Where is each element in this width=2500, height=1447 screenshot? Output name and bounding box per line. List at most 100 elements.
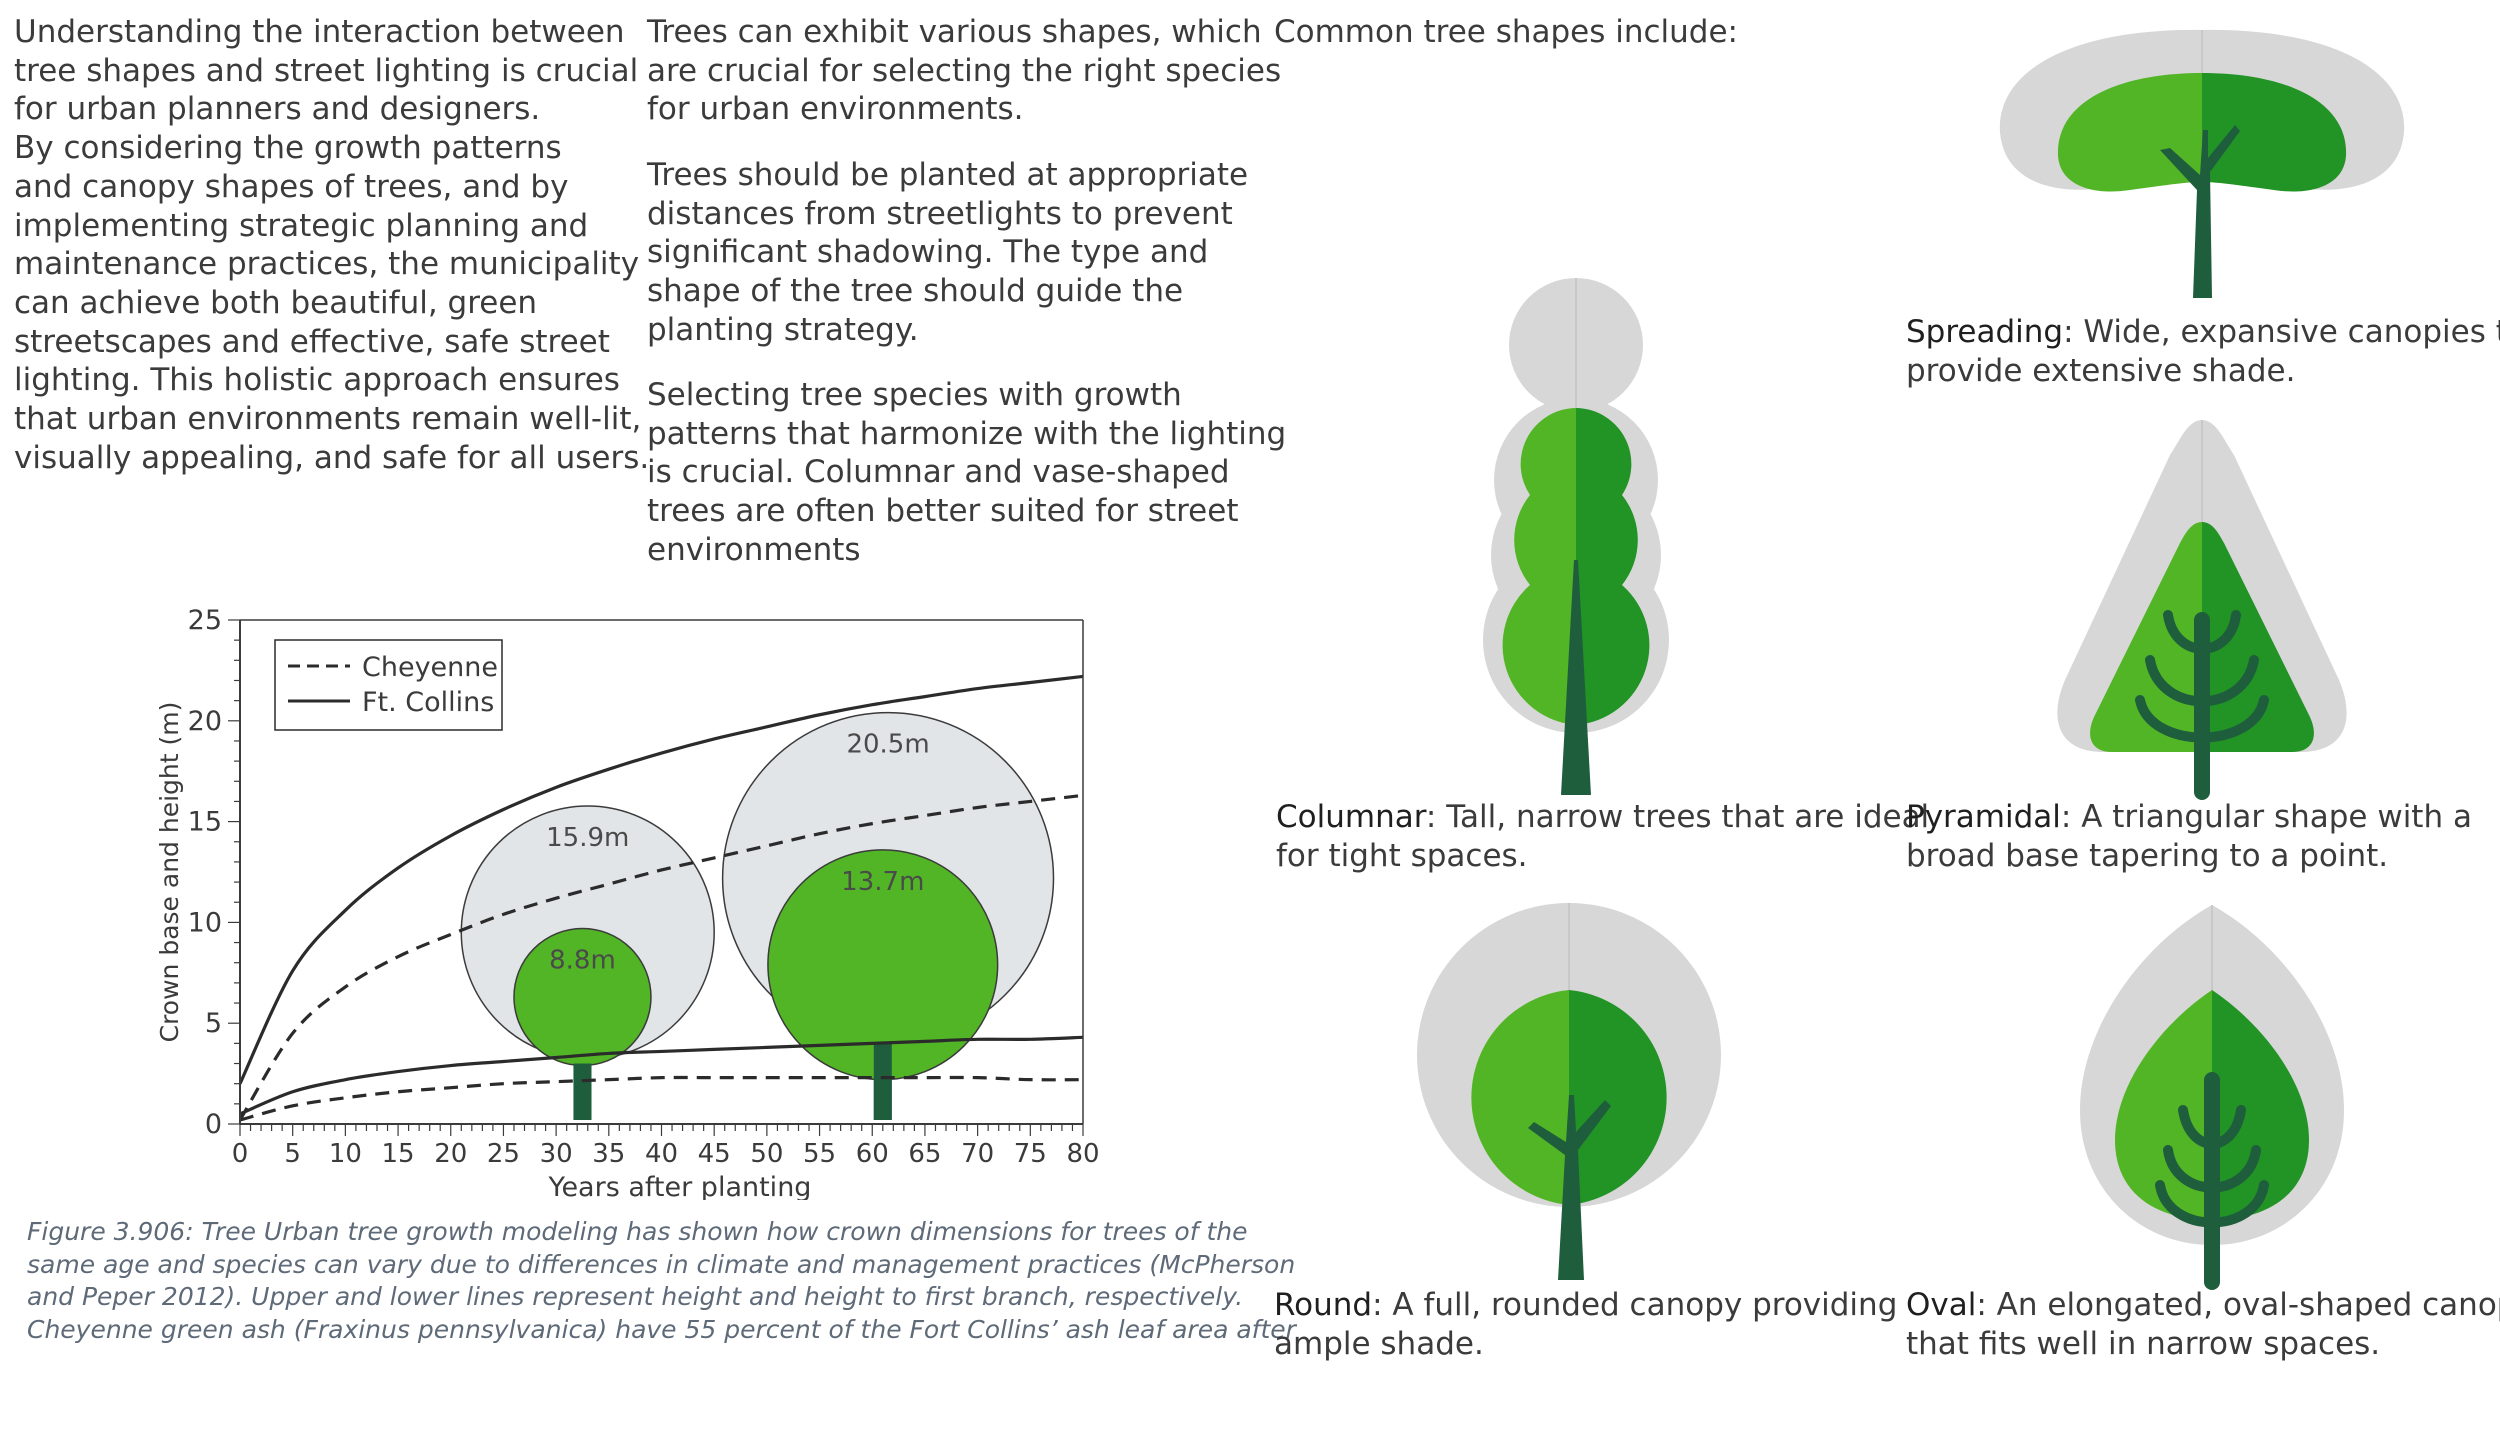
x-tick-label: 15 bbox=[382, 1139, 415, 1169]
series-line-ft-collins3 bbox=[240, 1035, 1083, 1116]
spreading-caption: Spreading: Wide, expansive canopies that… bbox=[1906, 313, 2500, 390]
figure-caption: Figure 3.906: Tree Urban tree growth mod… bbox=[27, 1216, 1296, 1346]
intro-line: maintenance practices, the municipality bbox=[14, 246, 640, 283]
middle-line: Trees should be planted at appropriate bbox=[647, 157, 1249, 193]
y-tick-label: 5 bbox=[205, 1008, 222, 1039]
x-tick-label: 30 bbox=[540, 1139, 573, 1169]
legend-label-ft-collins: Ft. Collins bbox=[362, 687, 494, 718]
round-desc-1: : A full, rounded canopy providing bbox=[1372, 1287, 1898, 1323]
middle-line: shape of the tree should guide the bbox=[647, 273, 1184, 310]
x-tick-label: 55 bbox=[803, 1139, 836, 1169]
columnar-canopy-dark bbox=[1576, 408, 1650, 725]
x-axis-label: Years after planting bbox=[548, 1172, 812, 1200]
oval-canopy-light bbox=[2115, 990, 2212, 1220]
lines-layer bbox=[240, 674, 1083, 1122]
chart-legend: Cheyenne Ft. Collins bbox=[274, 639, 503, 731]
intro-line: for urban planners and designers. bbox=[14, 91, 541, 128]
shapes-intro: Common tree shapes include: bbox=[1274, 14, 1739, 50]
middle-line: environments bbox=[647, 531, 861, 568]
y-tick-label: 20 bbox=[188, 706, 222, 737]
series-line-ft-collins2 bbox=[240, 674, 1083, 1085]
middle-line: trees are often better suited for street bbox=[647, 493, 1239, 530]
spreading-canopy-light bbox=[2057, 73, 2202, 192]
x-tick-label: 80 bbox=[1066, 1139, 1099, 1169]
intro-line: lighting. This holistic approach ensures bbox=[14, 362, 620, 399]
intro-line: tree shapes and street lighting is cruci… bbox=[14, 52, 639, 89]
intro-line: By considering the growth patterns bbox=[14, 130, 562, 167]
x-tick-label: 10 bbox=[329, 1139, 362, 1169]
round-desc-2: ample shade. bbox=[1274, 1325, 1484, 1362]
oval-desc-1: : An elongated, oval-shaped canopy bbox=[1976, 1287, 2500, 1323]
round-canopy-dark bbox=[1569, 990, 1667, 1205]
oval-name: Oval bbox=[1906, 1287, 1977, 1323]
pyramidal-desc-1: : A triangular shape with a bbox=[2060, 799, 2472, 835]
intro-line: implementing strategic planning and bbox=[14, 207, 589, 244]
spreading-trunk bbox=[2160, 125, 2240, 298]
middle-line: patterns that harmonize with the lightin… bbox=[647, 415, 1287, 452]
columnar-canopy-light bbox=[1502, 408, 1576, 725]
middle-line: distances from streetlights to prevent bbox=[647, 195, 1233, 232]
middle-line: Trees can exhibit various shapes, which bbox=[647, 14, 1262, 50]
x-tick-label: 35 bbox=[592, 1139, 625, 1169]
x-tick-label: 65 bbox=[908, 1139, 941, 1169]
middle-line: are crucial for selecting the right spec… bbox=[647, 52, 1282, 89]
legend-label-cheyenne: Cheyenne bbox=[362, 652, 498, 683]
y-axis-label: Crown base and height (m) bbox=[155, 702, 184, 1043]
columnar-trunk bbox=[1561, 560, 1591, 795]
caption-line: Cheyenne green ash (Fraxinus pennsylvani… bbox=[27, 1314, 1296, 1344]
series-line-cheyenne1 bbox=[240, 1075, 1083, 1122]
x-tick-label: 50 bbox=[750, 1139, 783, 1169]
caption-line: same age and species can vary due to dif… bbox=[27, 1249, 1296, 1279]
x-tick-label: 70 bbox=[961, 1139, 994, 1169]
y-tick-label: 25 bbox=[188, 605, 222, 636]
caption-line: Figure 3.906: Tree Urban tree growth mod… bbox=[27, 1217, 1248, 1246]
round-caption: Round: A full, rounded canopy providing … bbox=[1274, 1286, 1897, 1363]
pyramidal-desc-2: broad base tapering to a point. bbox=[1906, 837, 2389, 874]
middle-paragraph-3: Selecting tree species with growth patte… bbox=[647, 376, 1286, 570]
round-name: Round bbox=[1274, 1287, 1373, 1323]
round-trunk bbox=[1528, 1095, 1611, 1280]
columnar-desc-1: : Tall, narrow trees that are ideal bbox=[1425, 799, 1930, 835]
intro-line: that urban environments remain well-lit, bbox=[14, 401, 642, 438]
oval-desc-2: that fits well in narrow spaces. bbox=[1906, 1325, 2381, 1362]
crown-label: 13.7m bbox=[841, 867, 924, 897]
crown-label: 20.5m bbox=[846, 730, 929, 760]
crown-label: 8.8m bbox=[549, 945, 616, 975]
crown-trunk-front-0 bbox=[573, 1063, 592, 1120]
x-tick-label: 60 bbox=[856, 1139, 889, 1169]
pyramidal-tree bbox=[2057, 420, 2347, 800]
spreading-desc-1: : Wide, expansive canopies that bbox=[2063, 314, 2500, 350]
x-tick-label: 75 bbox=[1014, 1139, 1047, 1169]
pyramidal-name: Pyramidal bbox=[1906, 799, 2061, 835]
y-tick-label: 15 bbox=[188, 807, 222, 838]
intro-line: visually appealing, and safe for all use… bbox=[14, 439, 650, 476]
round-tree bbox=[1417, 903, 1721, 1280]
intro-line: Understanding the interaction between bbox=[14, 14, 625, 50]
x-tick-label: 40 bbox=[645, 1139, 678, 1169]
series-line-cheyenne0 bbox=[240, 793, 1083, 1121]
middle-line: significant shadowing. The type and bbox=[647, 234, 1209, 271]
intro-paragraph: Understanding the interaction between tr… bbox=[14, 13, 649, 477]
pyramidal-trunk bbox=[2135, 610, 2269, 800]
spreading-name: Spreading bbox=[1906, 314, 2064, 350]
x-tick-label: 45 bbox=[698, 1139, 731, 1169]
spreading-canopy-dark bbox=[2202, 73, 2347, 192]
columnar-desc-2: for tight spaces. bbox=[1276, 837, 1528, 874]
legend-box bbox=[274, 639, 503, 731]
y-tick-label: 0 bbox=[205, 1109, 222, 1140]
round-canopy-light bbox=[1471, 990, 1569, 1205]
middle-paragraph-1: Trees can exhibit various shapes, which … bbox=[647, 13, 1281, 129]
x-tick-label: 25 bbox=[487, 1139, 520, 1169]
oval-caption: Oval: An elongated, oval-shaped canopy t… bbox=[1906, 1286, 2500, 1363]
crown-trunk-front-1 bbox=[873, 1043, 892, 1120]
oval-canopy-dark bbox=[2212, 990, 2309, 1220]
columnar-name: Columnar bbox=[1276, 799, 1426, 835]
x-tick-label: 20 bbox=[434, 1139, 467, 1169]
middle-line: planting strategy. bbox=[647, 311, 919, 348]
oval-trunk bbox=[2155, 1072, 2269, 1290]
intro-line: streetscapes and effective, safe street bbox=[14, 323, 610, 360]
